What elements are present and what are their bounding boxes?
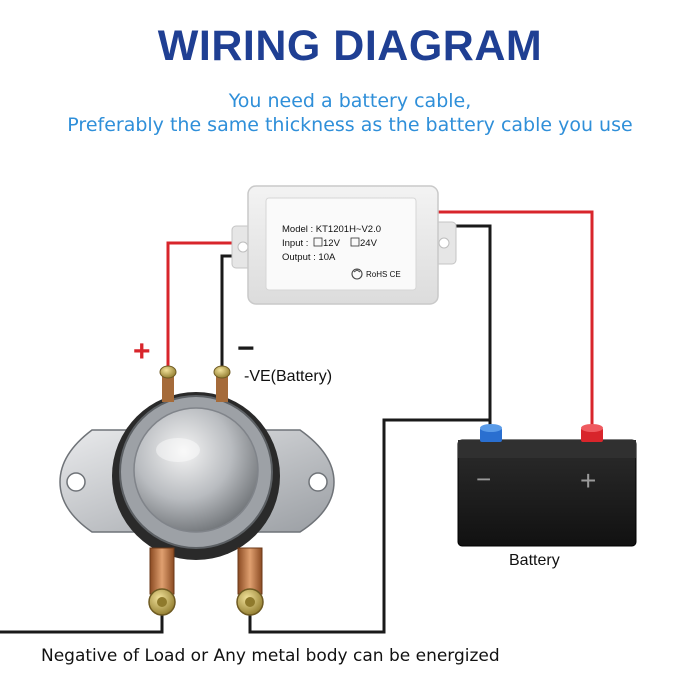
solenoid-load-terminal-right xyxy=(236,547,264,616)
module-certifications: RoHS CE xyxy=(366,270,401,279)
subtitle-line-1: You need a battery cable, xyxy=(228,90,472,112)
module-input-24v: 24V xyxy=(360,238,378,249)
positive-wire-to-battery xyxy=(438,210,594,430)
footer-note: Negative of Load or Any metal body can b… xyxy=(41,646,500,666)
module-input-12v: 12V xyxy=(323,238,341,249)
control-module: Model : KT1201H~V2.0 Input : 12V 24V Out… xyxy=(231,185,457,305)
negative-wire-to-load-terminal xyxy=(248,418,490,634)
solenoid-load-terminal-left xyxy=(148,547,176,616)
battery: − + xyxy=(457,424,637,547)
solenoid-negative-small-terminal xyxy=(213,365,231,402)
solenoid-cap xyxy=(133,407,259,533)
load-wire xyxy=(0,605,164,634)
positive-wire-to-solenoid xyxy=(166,241,247,368)
battery-positive-terminal xyxy=(581,424,603,442)
battery-label: Battery xyxy=(509,552,560,569)
module-output-text: Output : 10A xyxy=(282,252,336,263)
module-input-label: Input : xyxy=(282,238,308,249)
recycle-icon xyxy=(351,268,363,280)
negative-battery-label: -VE(Battery) xyxy=(244,368,332,385)
solenoid-positive-small-terminal xyxy=(159,365,177,402)
flange-hole-left xyxy=(66,472,86,492)
solenoid-negative-symbol: − xyxy=(237,332,255,365)
flange-hole-right xyxy=(308,472,328,492)
module-model-text: Model : KT1201H~V2.0 xyxy=(282,224,381,235)
solenoid-positive-symbol: + xyxy=(133,335,151,368)
diagram-title: WIRING DIAGRAM xyxy=(157,22,543,70)
battery-negative-terminal xyxy=(480,424,502,442)
solenoid xyxy=(59,365,335,616)
input-12v-checkbox xyxy=(313,237,323,247)
input-24v-checkbox xyxy=(350,237,360,247)
battery-positive-symbol: + xyxy=(580,465,596,496)
subtitle-line-2: Preferably the same thickness as the bat… xyxy=(67,114,633,136)
battery-negative-symbol: − xyxy=(476,464,491,494)
